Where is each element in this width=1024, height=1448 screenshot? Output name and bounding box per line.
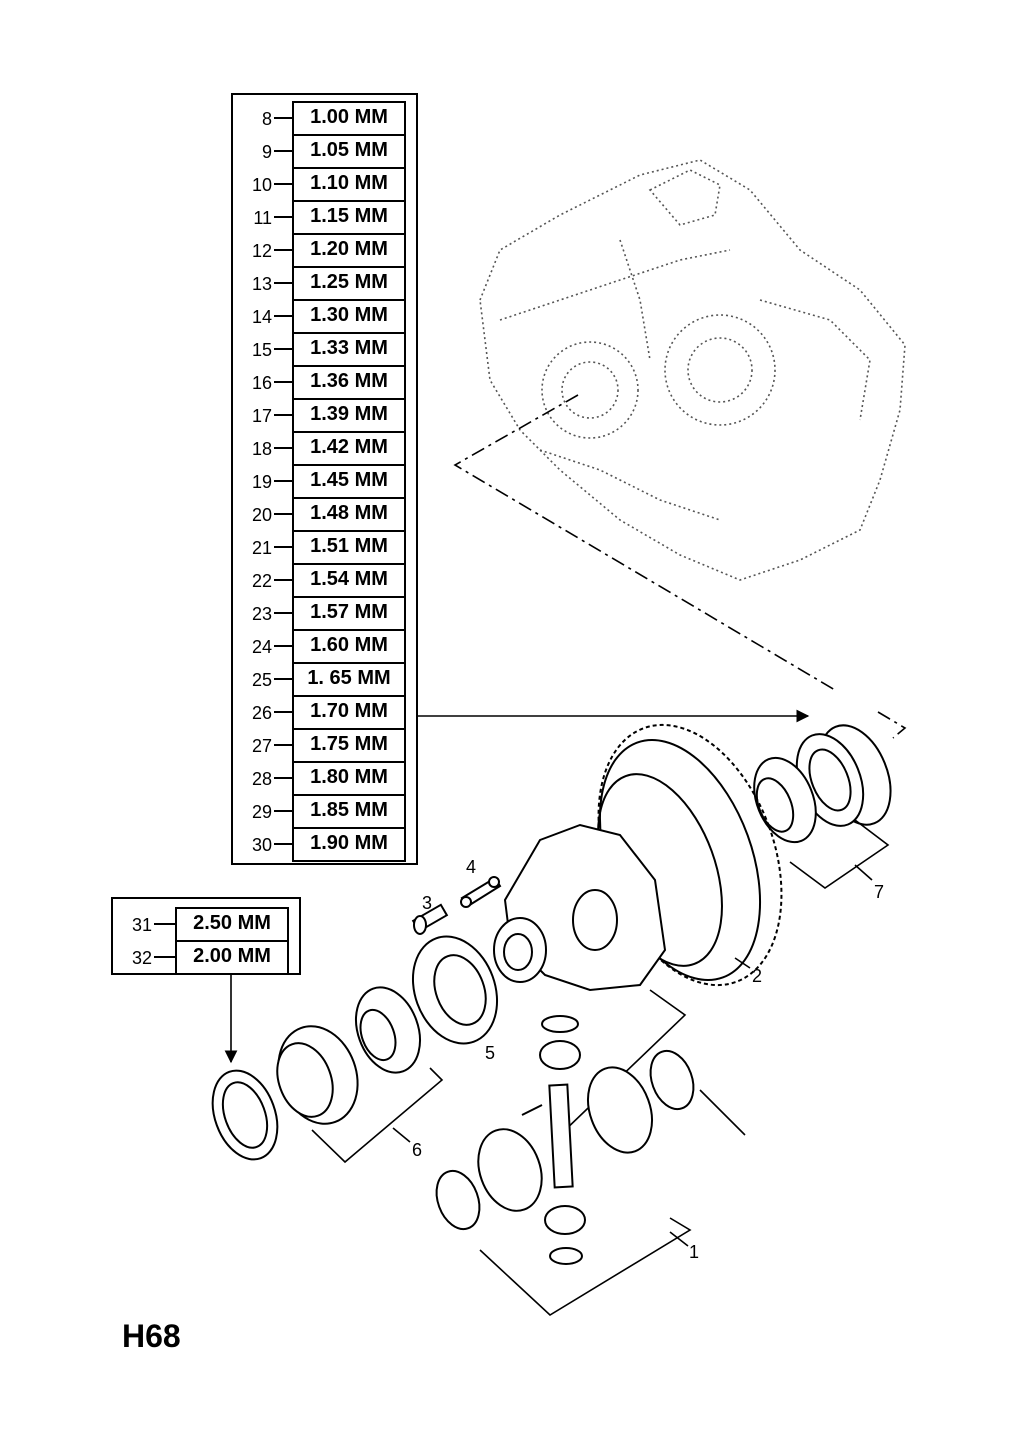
shim-size-box: 1.60 MM — [292, 629, 406, 664]
shim-leader-line — [274, 612, 292, 614]
shim-ref-number: 8 — [261, 109, 272, 129]
shim-ref-number: 23 — [251, 604, 272, 624]
shim-size-box: 1.48 MM — [292, 497, 406, 532]
shim-ref-number: 16 — [251, 373, 272, 393]
shim-ref-number: 22 — [251, 571, 272, 591]
shim-ref-number: 31 — [131, 915, 152, 935]
callout-7: 7 — [874, 882, 884, 902]
shim-ref-number: 12 — [251, 241, 272, 261]
shim-leader-line — [274, 777, 292, 779]
shim-size-box: 1.90 MM — [292, 827, 406, 862]
shim-leader-line — [274, 447, 292, 449]
shim-leader-line — [274, 579, 292, 581]
shim-leader-line — [154, 956, 175, 958]
shim-leader-line — [274, 348, 292, 350]
shim-ref-number: 24 — [251, 637, 272, 657]
shim-ref-number: 30 — [251, 835, 272, 855]
shim-leader-line — [274, 183, 292, 185]
lock-plate-4 — [460, 876, 502, 908]
shim-leader-line — [274, 843, 292, 845]
shim-leader-line — [274, 645, 292, 647]
shim-ref-number: 13 — [251, 274, 272, 294]
callout-2: 2 — [752, 966, 762, 986]
bearing-6 — [211, 986, 421, 1161]
shim-leader-line — [274, 678, 292, 680]
bearing-7 — [753, 724, 892, 844]
diff-gears-1 — [435, 1015, 695, 1265]
callout-4: 4 — [466, 857, 476, 877]
shim-ref-number: 14 — [251, 307, 272, 327]
bolt-3 — [411, 903, 449, 935]
shim-size-box: 1.15 MM — [292, 200, 406, 235]
page-code: H68 — [122, 1318, 181, 1354]
shim-size-box: 1.51 MM — [292, 530, 406, 565]
callout-1: 1 — [689, 1242, 699, 1262]
shim-leader-line — [274, 711, 292, 713]
axis-line — [453, 394, 907, 739]
shim-leader-line — [274, 216, 292, 218]
shim-leader-line — [274, 381, 292, 383]
shim-leader-line — [274, 744, 292, 746]
shim-leader-line — [274, 117, 292, 119]
shim-leader-line — [274, 546, 292, 548]
shim-size-box: 1.75 MM — [292, 728, 406, 763]
shim-size-box: 1.10 MM — [292, 167, 406, 202]
shim-ref-number: 29 — [251, 802, 272, 822]
shim-leader-line — [274, 414, 292, 416]
shim-leader-line — [274, 480, 292, 482]
shim-leader-line — [274, 282, 292, 284]
shim-leader-line — [274, 150, 292, 152]
shim-ref-number: 27 — [251, 736, 272, 756]
shim-size-box: 1.20 MM — [292, 233, 406, 268]
shim-ref-number: 18 — [251, 439, 272, 459]
callout-6: 6 — [412, 1140, 422, 1160]
shim-size-box: 1.39 MM — [292, 398, 406, 433]
shim-ref-number: 9 — [261, 142, 272, 162]
shim-size-box: 1.80 MM — [292, 761, 406, 796]
shim-ref-number: 15 — [251, 340, 272, 360]
shim-ref-number: 11 — [253, 208, 272, 228]
shim-leader-line — [154, 923, 175, 925]
shim-size-box: 1.33 MM — [292, 332, 406, 367]
shim-ref-number: 32 — [131, 948, 152, 968]
callout-5: 5 — [485, 1043, 495, 1063]
shim-ref-number: 17 — [251, 406, 272, 426]
differential-case — [493, 823, 667, 992]
shim-ref-number: 25 — [251, 670, 272, 690]
callout-3: 3 — [422, 893, 432, 913]
shim-ref-number: 28 — [251, 769, 272, 789]
shim-leader-line — [274, 810, 292, 812]
shim-leader-line — [274, 315, 292, 317]
shim-ref-number: 21 — [251, 538, 272, 558]
shim-ref-number: 10 — [251, 175, 272, 195]
shim-size-box: 1.36 MM — [292, 365, 406, 400]
shim-size-box: 1.57 MM — [292, 596, 406, 631]
shim-leader-line — [274, 249, 292, 251]
shim-ref-number: 20 — [251, 505, 272, 525]
shim-size-box: 1.05 MM — [292, 134, 406, 169]
shim-leader-line — [274, 513, 292, 515]
shim-ref-number: 19 — [251, 472, 272, 492]
gear-5 — [411, 935, 499, 1045]
shim-ref-number: 26 — [251, 703, 272, 723]
shim-size-box: 2.00 MM — [175, 940, 289, 975]
transmission-housing — [479, 159, 906, 581]
